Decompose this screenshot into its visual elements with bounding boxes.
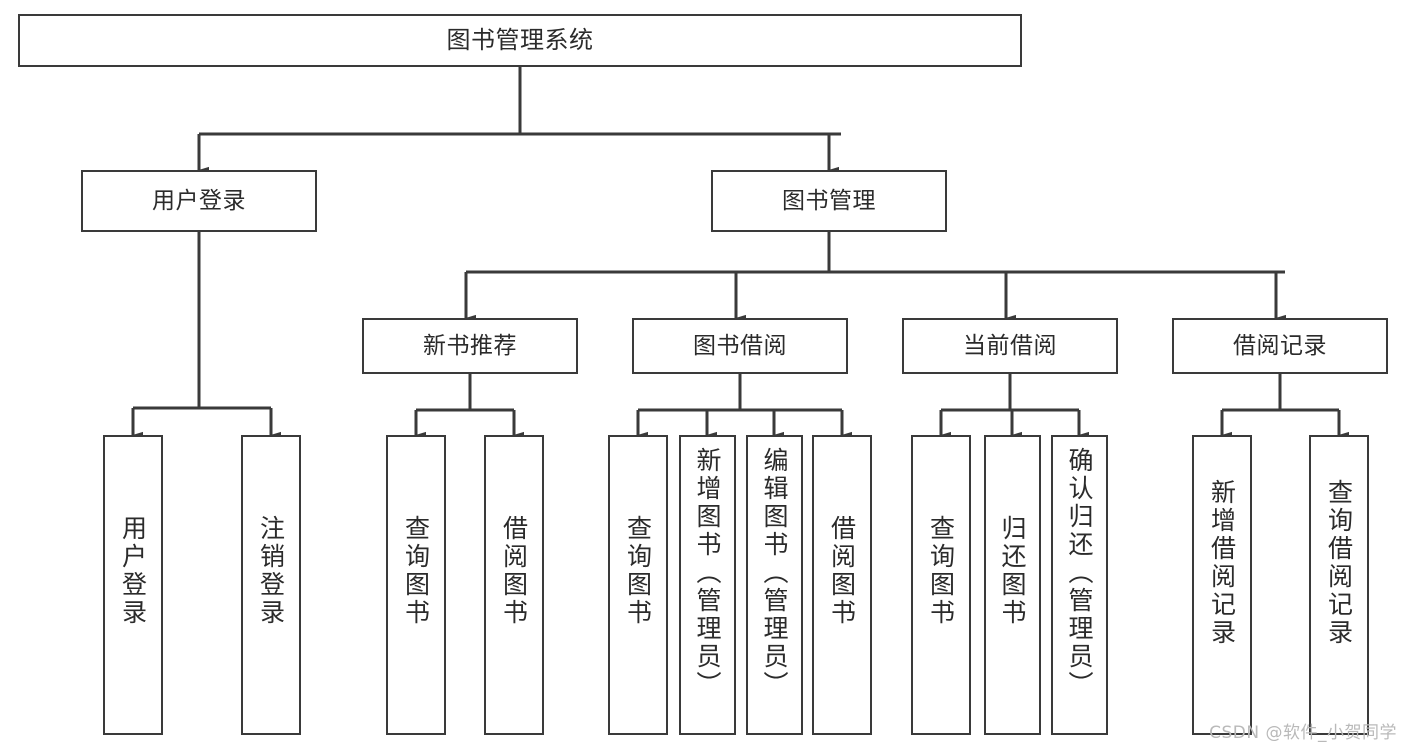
- node-book-management[interactable]: 图书管理: [711, 170, 947, 232]
- node-leaf-borrow-book[interactable]: 借阅图书: [812, 435, 872, 735]
- watermark-text: CSDN @软件_小贺同学: [1209, 723, 1397, 743]
- node-leaf-borrow-books-recommend[interactable]: 借阅图书: [484, 435, 544, 735]
- node-root-label: 图书管理系统: [446, 25, 594, 54]
- node-leaf-add-borrow-record-label: 新增借阅记录: [1207, 479, 1237, 647]
- node-leaf-query-borrow-record-label: 查询借阅记录: [1324, 479, 1354, 647]
- node-leaf-confirm-return-admin[interactable]: 确认归还（管理员）: [1051, 435, 1108, 735]
- node-leaf-return-book[interactable]: 归还图书: [984, 435, 1041, 735]
- node-new-book-recommend-label: 新书推荐: [423, 332, 517, 359]
- node-leaf-query-books-recommend[interactable]: 查询图书: [386, 435, 446, 735]
- node-leaf-borrow-books-recommend-label: 借阅图书: [499, 515, 529, 627]
- node-leaf-user-logout-label: 注销登录: [256, 515, 286, 627]
- node-leaf-edit-book-admin[interactable]: 编辑图书（管理员）: [746, 435, 803, 735]
- node-leaf-user-login[interactable]: 用户登录: [103, 435, 163, 735]
- node-leaf-query-books-current[interactable]: 查询图书: [911, 435, 971, 735]
- node-user-login-label: 用户登录: [152, 187, 246, 214]
- node-new-book-recommend[interactable]: 新书推荐: [362, 318, 578, 374]
- node-leaf-query-books-borrow[interactable]: 查询图书: [608, 435, 668, 735]
- node-leaf-query-books-borrow-label: 查询图书: [623, 515, 653, 627]
- node-root[interactable]: 图书管理系统: [18, 14, 1022, 67]
- node-book-borrow[interactable]: 图书借阅: [632, 318, 848, 374]
- node-current-borrow[interactable]: 当前借阅: [902, 318, 1118, 374]
- node-leaf-confirm-return-admin-label: 确认归还（管理员）: [1065, 447, 1094, 699]
- node-leaf-add-borrow-record[interactable]: 新增借阅记录: [1192, 435, 1252, 735]
- node-leaf-user-login-label: 用户登录: [118, 515, 148, 627]
- node-leaf-query-borrow-record[interactable]: 查询借阅记录: [1309, 435, 1369, 735]
- node-leaf-return-book-label: 归还图书: [998, 515, 1027, 627]
- node-leaf-borrow-book-label: 借阅图书: [827, 515, 857, 627]
- node-leaf-query-books-current-label: 查询图书: [926, 515, 956, 627]
- node-leaf-edit-book-admin-label: 编辑图书（管理员）: [760, 447, 789, 699]
- node-book-borrow-label: 图书借阅: [693, 332, 787, 359]
- node-leaf-user-logout[interactable]: 注销登录: [241, 435, 301, 735]
- node-leaf-add-book-admin-label: 新增图书（管理员）: [693, 447, 722, 699]
- node-leaf-query-books-recommend-label: 查询图书: [401, 515, 431, 627]
- node-book-management-label: 图书管理: [782, 187, 876, 214]
- node-user-login[interactable]: 用户登录: [81, 170, 317, 232]
- node-leaf-add-book-admin[interactable]: 新增图书（管理员）: [679, 435, 736, 735]
- node-current-borrow-label: 当前借阅: [963, 332, 1057, 359]
- node-borrow-records-label: 借阅记录: [1233, 332, 1327, 359]
- node-borrow-records[interactable]: 借阅记录: [1172, 318, 1388, 374]
